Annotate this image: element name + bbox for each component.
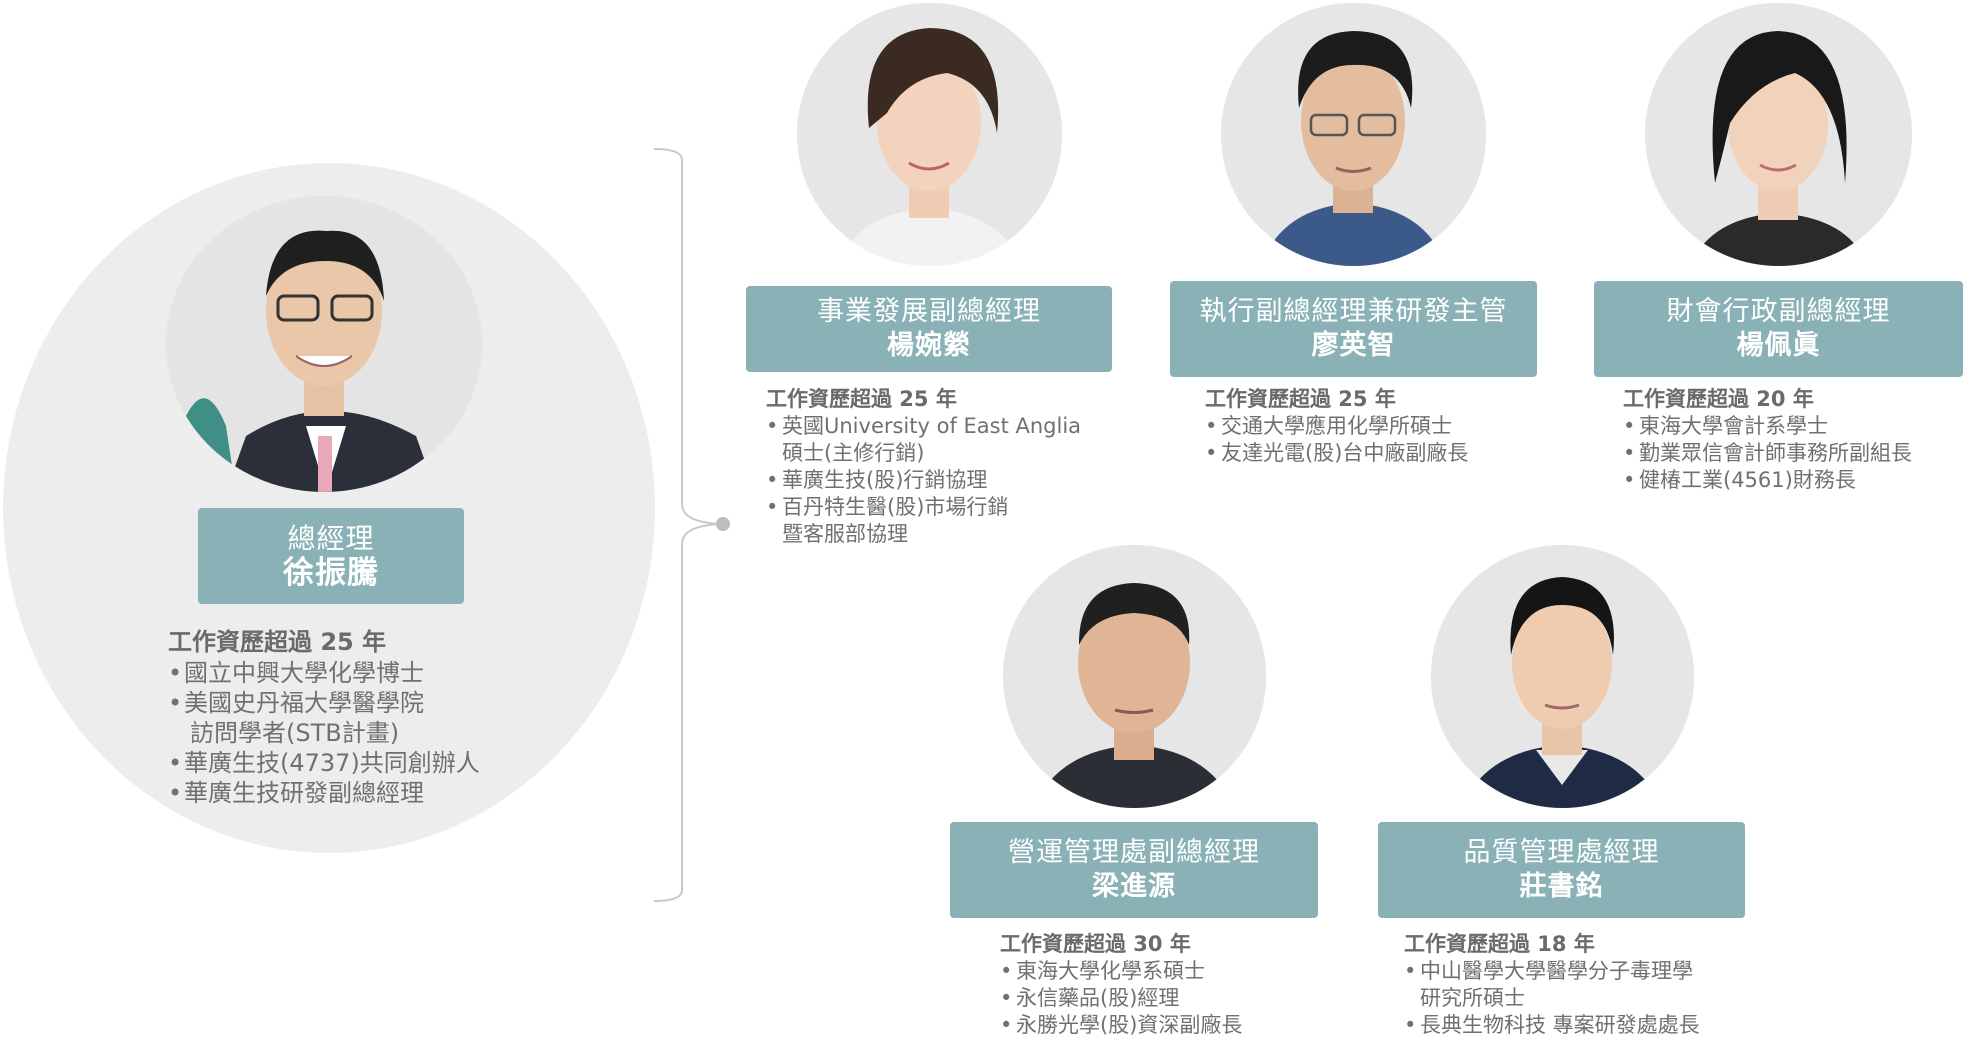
staff-name-box-1: 事業發展副總經理 楊婉縈 (746, 286, 1112, 372)
info-item-continuation: 研究所碩士 (1420, 986, 1525, 1010)
staff-name: 莊書銘 (1519, 871, 1604, 902)
staff-role: 事業發展副總經理 (817, 296, 1041, 327)
staff-photo-3 (1645, 3, 1912, 266)
info-item: 百丹特生醫(股)市場行銷 (766, 494, 1126, 521)
staff-name: 楊婉縈 (887, 330, 971, 361)
info-item: 東海大學化學系碩士 (1000, 958, 1320, 985)
general-manager-experience: 工作資歷超過 25 年 (168, 628, 387, 656)
staff-name: 廖英智 (1311, 330, 1396, 361)
staff-name-box-4: 營運管理處副總經理 梁進源 (950, 822, 1318, 918)
staff-name-box-5: 品質管理處經理 莊書銘 (1378, 822, 1745, 918)
staff-info-5: 工作資歷超過 18 年 中山醫學大學醫學分子毒理學 研究所碩士 長典生物科技 專… (1404, 930, 1764, 1039)
staff-photo-1 (797, 3, 1062, 266)
staff-experience: 工作資歷超過 18 年 (1404, 932, 1595, 956)
general-manager-photo (166, 196, 482, 492)
info-item: 東海大學會計系學士 (1623, 413, 1958, 440)
staff-info-1: 工作資歷超過 25 年 英國University of East Anglia … (766, 385, 1126, 548)
staff-experience: 工作資歷超過 25 年 (1205, 387, 1396, 411)
info-item: 長典生物科技 專案研發處處長 (1404, 1012, 1764, 1039)
info-item: 華廣生技(4737)共同創辦人 (168, 748, 568, 778)
staff-role: 財會行政副總經理 (1666, 296, 1891, 327)
info-item-continuation: 碩士(主修行銷) (782, 441, 925, 465)
staff-info-3: 工作資歷超過 20 年 東海大學會計系學士 勤業眾信會計師事務所副組長 健椿工業… (1623, 385, 1958, 494)
info-item: 永信藥品(股)經理 (1000, 985, 1320, 1012)
staff-photo-5 (1431, 545, 1694, 808)
staff-role: 品質管理處經理 (1463, 837, 1660, 868)
info-item: 華廣生技研發副總經理 (168, 778, 568, 808)
staff-photo-4 (1003, 545, 1266, 808)
info-item: 健椿工業(4561)財務長 (1623, 467, 1958, 494)
staff-name: 梁進源 (1092, 871, 1176, 902)
general-manager-name: 徐振騰 (283, 555, 379, 591)
staff-role: 執行副總經理兼研發主管 (1199, 296, 1508, 327)
info-item: 勤業眾信會計師事務所副組長 (1623, 440, 1958, 467)
org-connector-bracket (653, 148, 730, 902)
staff-experience: 工作資歷超過 30 年 (1000, 932, 1191, 956)
info-item-continuation: 訪問學者(STB計畫) (190, 719, 400, 747)
info-item: 友達光電(股)台中廠副廠長 (1205, 440, 1525, 467)
info-item: 英國University of East Anglia (766, 413, 1126, 440)
info-item: 中山醫學大學醫學分子毒理學 (1404, 958, 1764, 985)
general-manager-role: 總經理 (287, 522, 375, 555)
info-item: 國立中興大學化學博士 (168, 658, 568, 688)
staff-info-4: 工作資歷超過 30 年 東海大學化學系碩士 永信藥品(股)經理 永勝光學(股)資… (1000, 930, 1320, 1039)
info-item: 華廣生技(股)行銷協理 (766, 467, 1126, 494)
staff-experience: 工作資歷超過 25 年 (766, 387, 957, 411)
info-item: 交通大學應用化學所碩士 (1205, 413, 1525, 440)
staff-name-box-3: 財會行政副總經理 楊佩眞 (1594, 281, 1963, 377)
info-item: 美國史丹福大學醫學院 (168, 688, 568, 718)
info-item-continuation: 暨客服部協理 (782, 522, 908, 546)
staff-info-2: 工作資歷超過 25 年 交通大學應用化學所碩士 友達光電(股)台中廠副廠長 (1205, 385, 1525, 467)
info-item: 永勝光學(股)資深副廠長 (1000, 1012, 1320, 1039)
staff-role: 營運管理處副總經理 (1008, 837, 1260, 868)
staff-experience: 工作資歷超過 20 年 (1623, 387, 1814, 411)
general-manager-info: 工作資歷超過 25 年 國立中興大學化學博士 美國史丹福大學醫學院 訪問學者(S… (168, 626, 568, 808)
general-manager-name-box: 總經理 徐振騰 (198, 508, 464, 604)
staff-name: 楊佩眞 (1736, 330, 1821, 361)
staff-name-box-2: 執行副總經理兼研發主管 廖英智 (1170, 281, 1537, 377)
staff-photo-2 (1221, 3, 1486, 266)
